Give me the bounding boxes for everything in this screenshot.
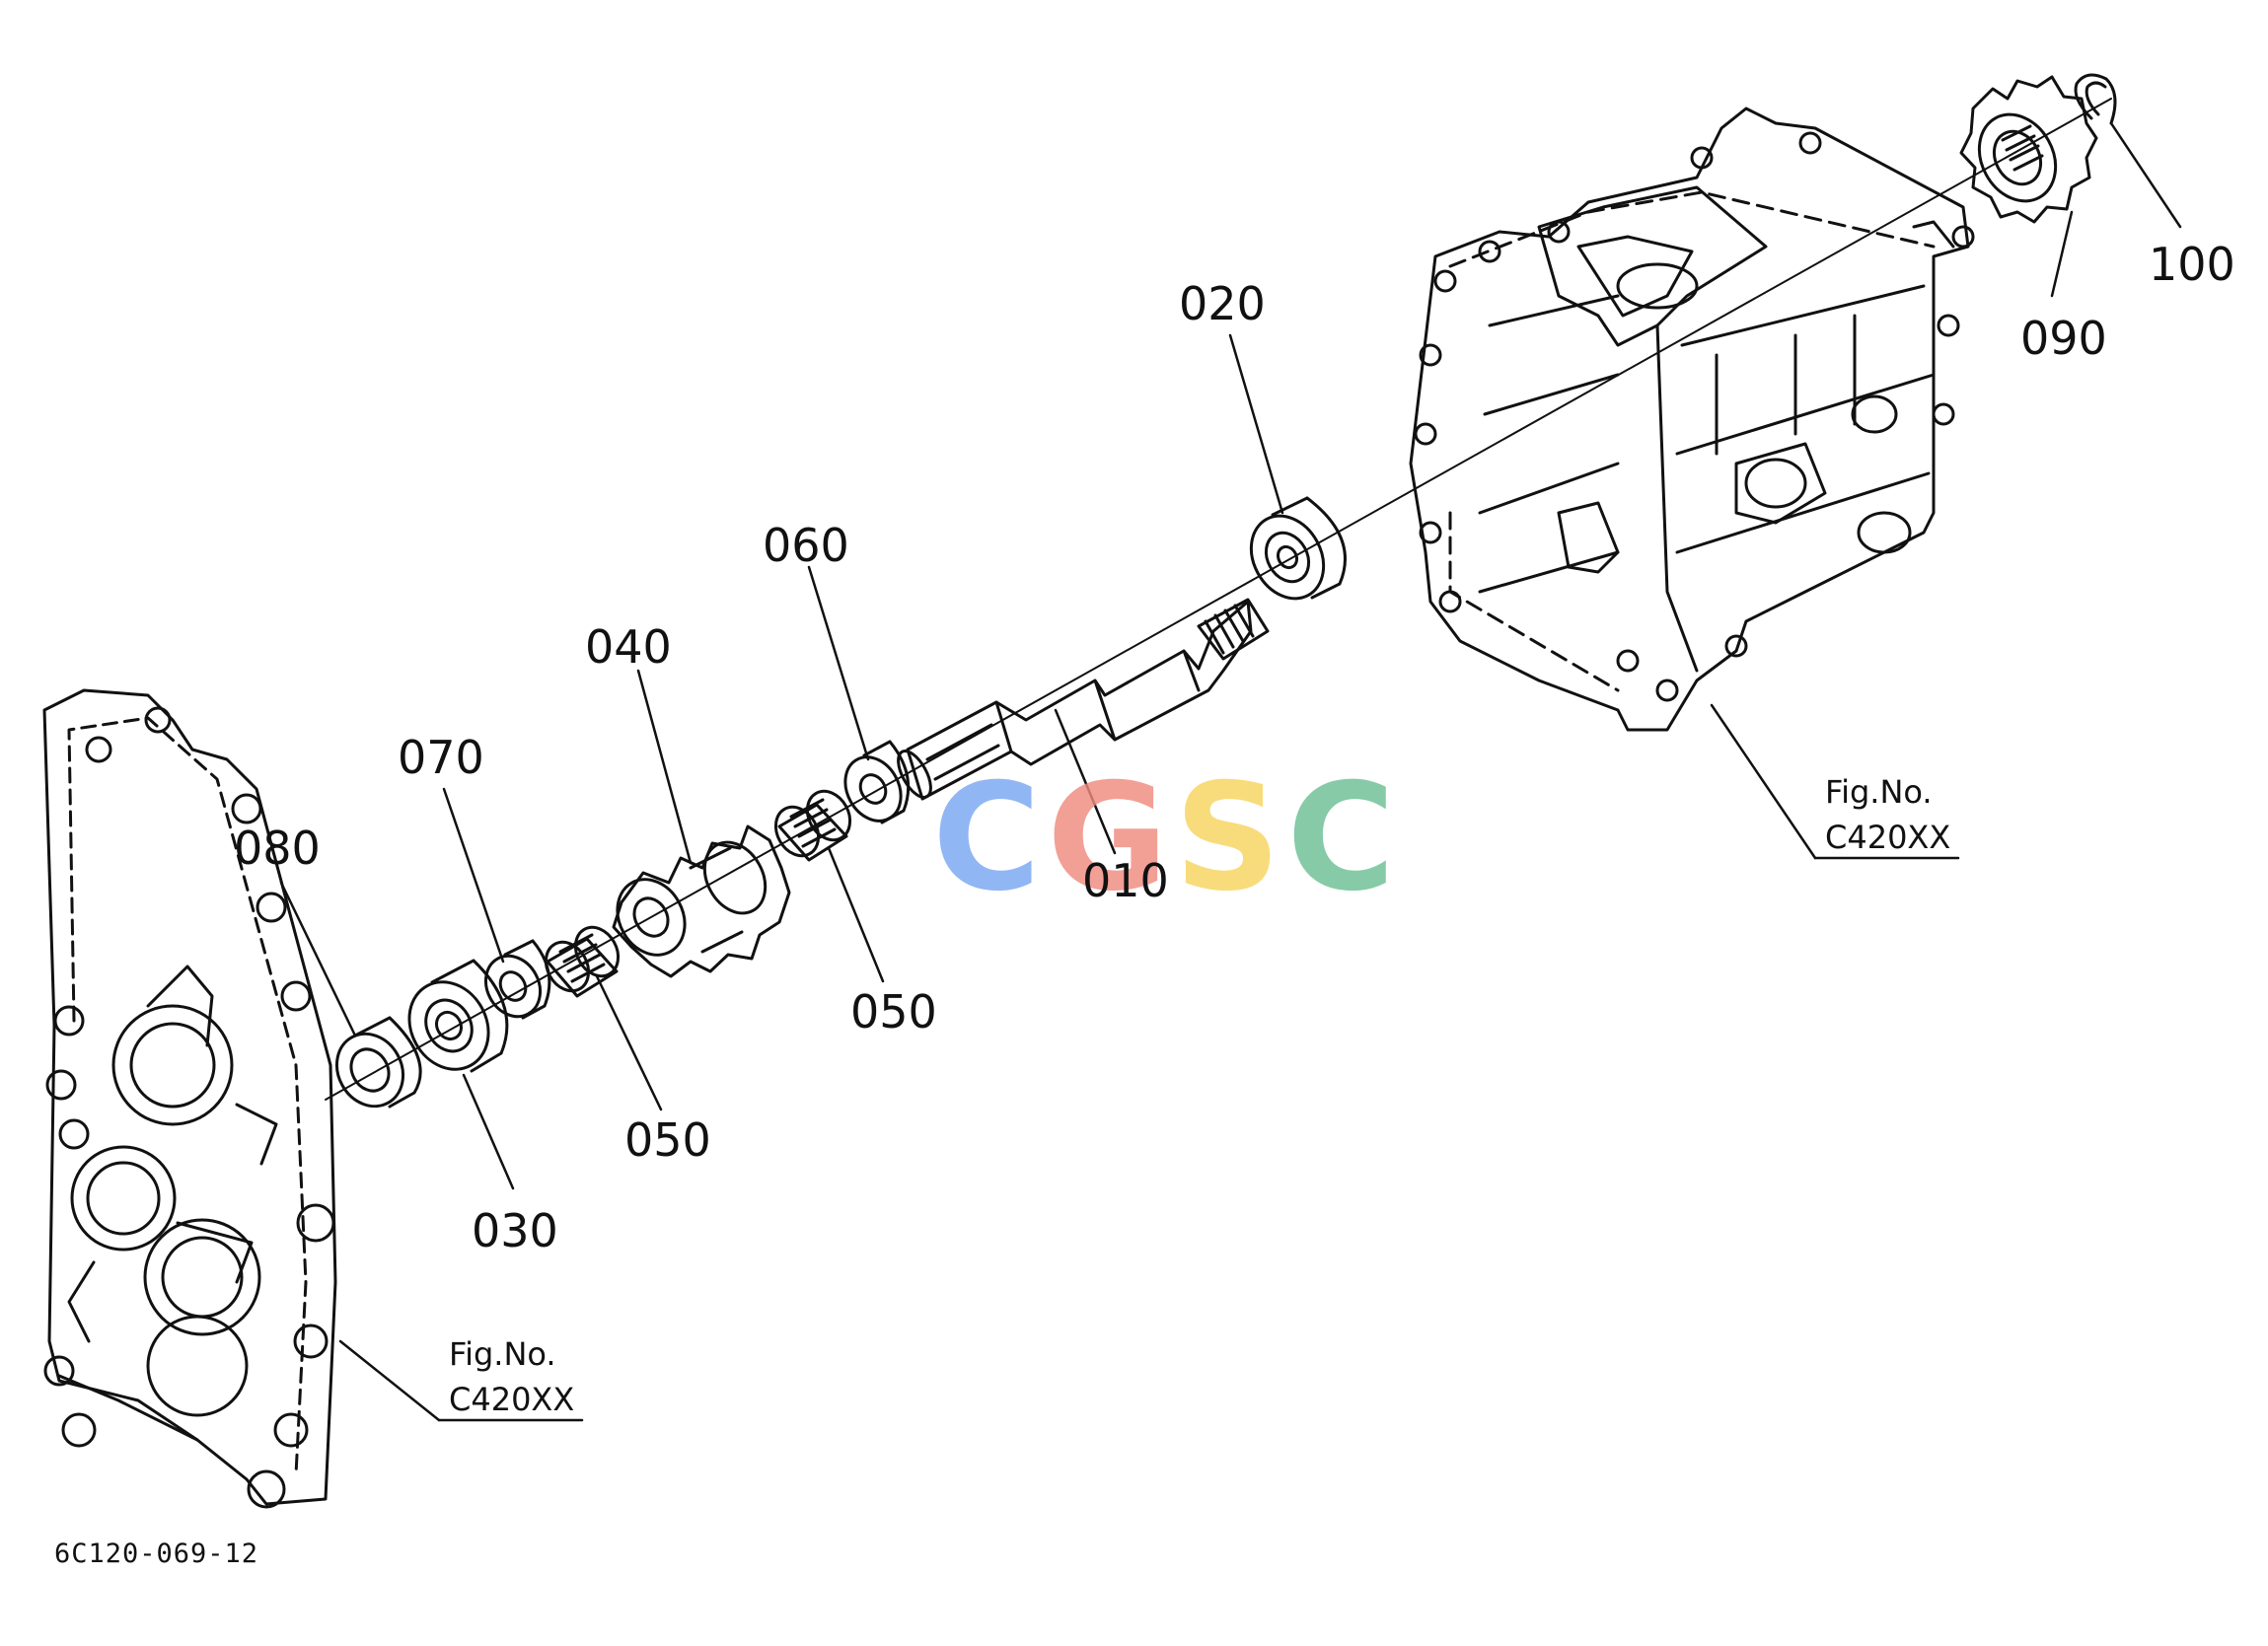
- part-060-drawing: [843, 740, 911, 824]
- part-030-drawing: [407, 959, 509, 1073]
- part-080-drawing: [334, 1016, 422, 1109]
- part-label-040[interactable]: 040: [585, 620, 672, 674]
- figure-reference-right[interactable]: Fig.No. C420XX: [1825, 769, 1950, 861]
- part-040-drawing: [612, 824, 791, 978]
- part-label-050-lower[interactable]: 050: [624, 1113, 711, 1167]
- part-label-100[interactable]: 100: [2149, 238, 2235, 291]
- front-housing-drawing: [42, 688, 337, 1509]
- part-label-070[interactable]: 070: [398, 731, 484, 784]
- part-label-020[interactable]: 020: [1179, 277, 1266, 330]
- figure-reference-left-line1: Fig.No.: [449, 1335, 556, 1373]
- figure-reference-left[interactable]: Fig.No. C420XX: [449, 1331, 574, 1423]
- watermark-letter-c2: C: [1286, 752, 1402, 924]
- part-label-060[interactable]: 060: [763, 519, 849, 572]
- watermark-letter-g: G: [1047, 752, 1175, 924]
- shaft-axis-line: [325, 98, 2112, 1101]
- part-100-drawing: [2074, 73, 2117, 125]
- part-020-drawing: [1249, 496, 1347, 601]
- part-050-upper-drawing: [773, 789, 852, 862]
- part-010-drawing: [897, 598, 1270, 801]
- figure-reference-left-line2: C420XX: [449, 1381, 575, 1419]
- leader-lines: [279, 121, 2182, 1422]
- transmission-case-drawing: [1409, 107, 1975, 732]
- watermark-letter-c1: C: [932, 752, 1048, 924]
- part-label-010[interactable]: 010: [1082, 854, 1169, 907]
- part-070-drawing: [483, 939, 551, 1020]
- part-050-lower-drawing: [544, 925, 621, 998]
- figure-reference-right-line2: C420XX: [1825, 819, 1951, 857]
- part-label-080[interactable]: 080: [234, 822, 321, 875]
- watermark-letter-s: S: [1174, 752, 1287, 924]
- figure-reference-right-line1: Fig.No.: [1825, 773, 1933, 811]
- part-label-030[interactable]: 030: [472, 1204, 558, 1257]
- part-090-drawing: [1959, 75, 2098, 224]
- part-label-090[interactable]: 090: [2020, 312, 2107, 365]
- part-label-050-upper[interactable]: 050: [850, 985, 937, 1038]
- watermark-logo: CGSC: [932, 764, 1401, 912]
- diagram-code: 6C120-069-12: [54, 1539, 259, 1569]
